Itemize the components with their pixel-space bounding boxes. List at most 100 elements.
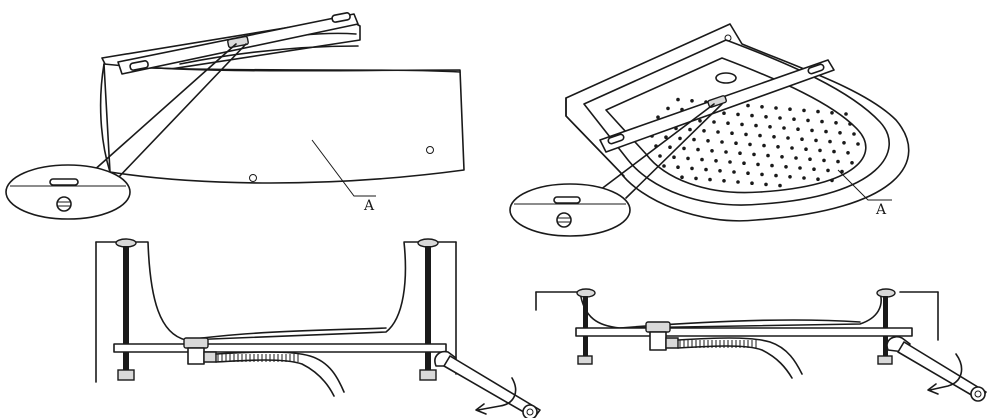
anti-slip-dot bbox=[746, 171, 750, 175]
anti-slip-dot bbox=[726, 121, 730, 125]
anti-slip-dot bbox=[672, 155, 676, 159]
anti-slip-dot bbox=[774, 173, 778, 178]
anti-slip-dot bbox=[834, 121, 838, 125]
anti-slip-dot bbox=[836, 159, 840, 164]
anti-slip-dot bbox=[762, 143, 766, 148]
anti-slip-dot bbox=[746, 103, 750, 108]
drain-siphon bbox=[645, 321, 803, 379]
anti-slip-dot bbox=[770, 163, 774, 168]
anti-slip-dot bbox=[826, 168, 830, 173]
anti-slip-dot bbox=[722, 111, 726, 115]
anti-slip-dot bbox=[680, 175, 684, 179]
anti-slip-dot bbox=[696, 147, 700, 152]
anti-slip-dot bbox=[700, 157, 704, 162]
anti-slip-dot bbox=[688, 127, 692, 132]
spirit-level-icon bbox=[117, 12, 359, 75]
anti-slip-dot bbox=[816, 109, 820, 114]
anti-slip-dot bbox=[800, 137, 804, 141]
anti-slip-dot bbox=[758, 133, 762, 138]
anti-slip-dot bbox=[690, 99, 694, 103]
anti-slip-dot bbox=[824, 129, 828, 134]
anti-slip-dot bbox=[766, 153, 770, 158]
tray-front-view-left: A bbox=[5, 12, 465, 220]
anti-slip-dot bbox=[708, 177, 712, 182]
anti-slip-dot bbox=[710, 149, 714, 153]
anti-slip-dot bbox=[810, 128, 814, 133]
anti-slip-dot bbox=[778, 116, 782, 120]
curved-arrow-icon bbox=[475, 377, 517, 415]
anti-slip-dot bbox=[778, 183, 782, 188]
anti-slip-dot bbox=[712, 120, 716, 124]
anti-slip-dot bbox=[812, 167, 816, 171]
anti-slip-dot bbox=[740, 122, 744, 127]
anti-slip-dot bbox=[808, 157, 812, 161]
anti-slip-dot bbox=[750, 113, 754, 118]
anti-slip-dot bbox=[788, 175, 792, 179]
anti-slip-dot bbox=[702, 129, 706, 133]
spirit-level-icon bbox=[599, 59, 835, 153]
anti-slip-dot bbox=[832, 149, 836, 154]
anti-slip-dot bbox=[736, 180, 740, 184]
anti-slip-dot bbox=[668, 145, 672, 149]
anti-slip-dot bbox=[844, 112, 848, 116]
anti-slip-dot bbox=[704, 167, 708, 172]
anti-slip-dot bbox=[786, 136, 790, 140]
anti-slip-dot bbox=[830, 111, 834, 115]
anti-slip-dot bbox=[722, 179, 726, 183]
anti-slip-dot bbox=[846, 151, 850, 155]
anti-slip-dot bbox=[754, 123, 758, 128]
drain-siphon bbox=[183, 337, 345, 397]
anti-slip-dot bbox=[852, 132, 856, 136]
anti-slip-dot bbox=[676, 165, 680, 169]
anti-slip-dot bbox=[782, 126, 786, 130]
callout-label-right: A bbox=[875, 202, 887, 218]
tray-section-left bbox=[95, 238, 541, 418]
callout-label-left: A bbox=[363, 198, 375, 214]
anti-slip-dot bbox=[784, 165, 788, 169]
level-bubble-detail-left bbox=[5, 164, 131, 220]
anti-slip-dot bbox=[744, 132, 748, 137]
anti-slip-dot bbox=[656, 115, 660, 119]
tray-section-right bbox=[535, 288, 987, 402]
anti-slip-dot bbox=[848, 122, 852, 126]
anti-slip-dot bbox=[814, 138, 818, 143]
anti-slip-dot bbox=[666, 106, 670, 111]
anti-slip-dot bbox=[802, 176, 806, 180]
adjustable-wrench-icon bbox=[434, 350, 541, 418]
anti-slip-dot bbox=[776, 145, 780, 149]
anti-slip-dot bbox=[804, 147, 808, 151]
anti-slip-dot bbox=[734, 141, 738, 145]
anti-slip-dot bbox=[816, 177, 820, 181]
anti-slip-dot bbox=[698, 119, 702, 123]
anti-slip-dot bbox=[714, 159, 718, 163]
anti-slip-dot bbox=[798, 166, 802, 170]
anti-slip-dot bbox=[828, 139, 832, 144]
anti-slip-dot bbox=[706, 139, 710, 143]
anti-slip-dot bbox=[682, 146, 686, 151]
anti-slip-dot bbox=[738, 151, 742, 155]
anti-slip-dot bbox=[764, 115, 768, 119]
anti-slip-dot bbox=[686, 156, 690, 161]
anti-slip-dot bbox=[818, 148, 822, 153]
anti-slip-dot bbox=[720, 140, 724, 144]
anti-slip-dot bbox=[760, 105, 764, 109]
anti-slip-dot bbox=[694, 176, 698, 181]
tray-perspective-view-right: A bbox=[509, 23, 910, 237]
anti-slip-dot bbox=[768, 125, 772, 129]
level-bubble-detail-right bbox=[509, 183, 631, 237]
anti-slip-dot bbox=[756, 162, 760, 167]
anti-slip-dot bbox=[806, 118, 810, 123]
anti-slip-dot bbox=[796, 127, 800, 131]
anti-slip-dot bbox=[830, 178, 834, 183]
anti-slip-dot bbox=[792, 117, 796, 121]
anti-slip-dot bbox=[850, 161, 854, 165]
anti-slip-dot bbox=[780, 155, 784, 159]
anti-slip-dot bbox=[772, 135, 776, 139]
anti-slip-dot bbox=[664, 135, 668, 139]
anti-slip-dot bbox=[764, 182, 768, 187]
anti-slip-dot bbox=[856, 142, 860, 146]
curved-arrow-icon bbox=[927, 353, 963, 395]
anti-slip-dot bbox=[716, 130, 720, 134]
anti-slip-dot bbox=[662, 164, 666, 168]
